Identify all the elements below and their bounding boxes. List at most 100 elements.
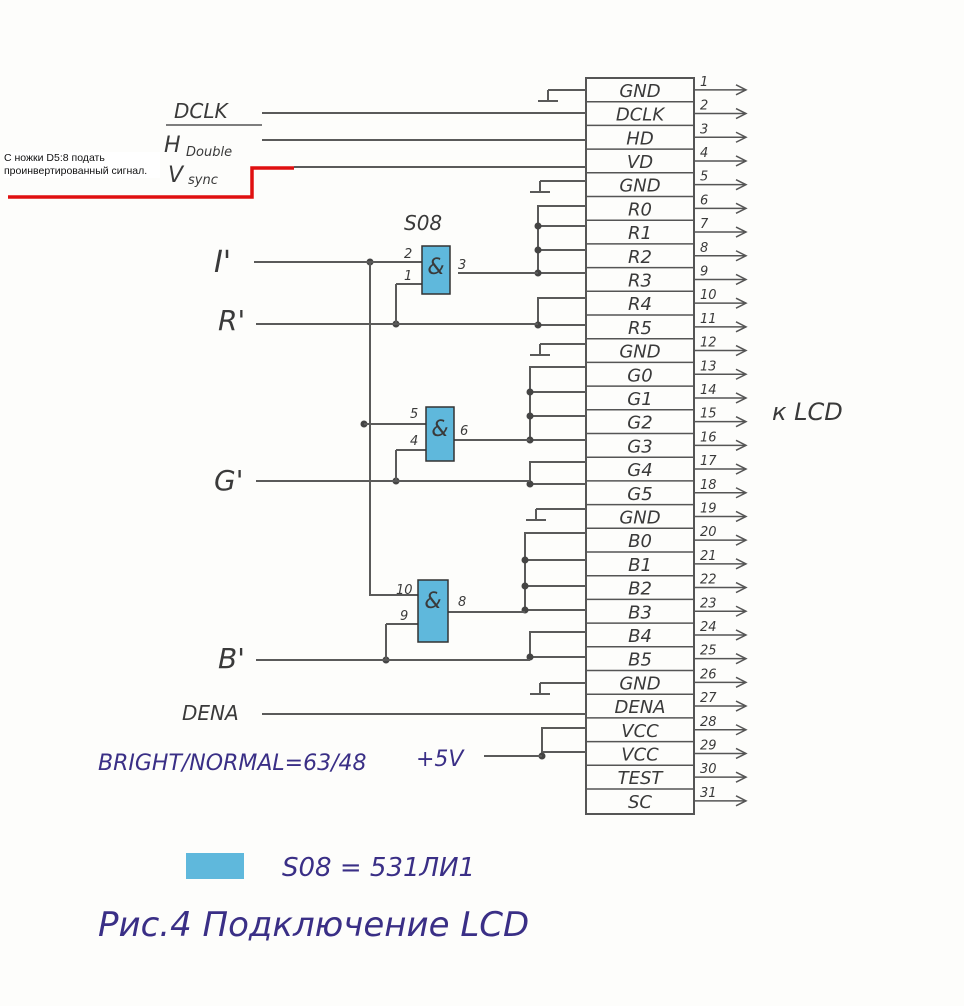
arrow-head-icon <box>735 652 748 665</box>
connector-signal-label: VD <box>627 152 653 173</box>
i-input-label: I' <box>214 245 231 280</box>
connector-signal-label: R2 <box>628 247 652 268</box>
connector-pin-number: 19 <box>700 501 717 516</box>
connector-pin-number: 20 <box>700 525 717 540</box>
arrow-head-icon <box>735 747 748 760</box>
gate-s08-2: & 5 4 6 <box>410 406 468 462</box>
arrow-head-icon <box>735 771 748 783</box>
arrow-head-icon <box>735 510 748 523</box>
connector-pin-number: 13 <box>700 359 717 374</box>
arrow-head-icon <box>735 463 748 475</box>
connector-signal-label: TEST <box>618 768 665 789</box>
to-lcd-label: к LCD <box>772 398 843 426</box>
connector-pin-number: 31 <box>700 786 717 801</box>
connector-signal-label: R4 <box>628 294 652 315</box>
pin-number: 1 <box>404 269 412 284</box>
connector-pin-number: 27 <box>700 691 717 706</box>
gate-title: S08 <box>404 211 442 235</box>
arrow-head-icon <box>735 392 748 404</box>
connector-signal-label: GND <box>619 507 660 528</box>
connector-signal-label: R0 <box>628 199 652 220</box>
connector-signal-label: G3 <box>627 436 652 457</box>
connector-pin-number: 6 <box>700 193 708 208</box>
connector-signal-label: SC <box>628 792 652 813</box>
annotation-note: С ножки D5:8 подать проинвертированный с… <box>4 152 160 178</box>
arrow-head-icon <box>735 344 748 357</box>
connector-pin-number: 12 <box>700 336 717 351</box>
pin-number: 6 <box>460 424 468 439</box>
arrow-head-icon <box>735 795 748 807</box>
connector-signal-label: G2 <box>627 413 652 434</box>
arrow-head-icon <box>735 202 748 215</box>
pin-number: 5 <box>410 407 418 422</box>
connector-pin-number: 26 <box>700 667 717 682</box>
arrow-head-icon <box>735 321 748 333</box>
connector-signal-label: B5 <box>628 650 652 671</box>
bright-normal-label: BRIGHT/NORMAL=63/48 <box>98 751 367 776</box>
pin-number: 8 <box>458 595 466 610</box>
r-input-label: R' <box>218 304 245 337</box>
connector-pin-number: 28 <box>700 715 717 730</box>
arrow-head-icon <box>735 368 748 380</box>
arrow-head-icon <box>735 415 748 428</box>
arrow-head-icon <box>735 155 748 167</box>
connector-signal-label: B2 <box>628 579 652 600</box>
arrow-head-icon <box>735 605 748 617</box>
connector-pin-number: 5 <box>700 170 708 185</box>
connector-pin-number: 21 <box>700 549 717 564</box>
pin-number: 3 <box>458 258 466 273</box>
connector-pin-number: 9 <box>700 264 708 279</box>
gate-body <box>417 579 449 643</box>
hdouble-subscript: Double <box>186 145 232 160</box>
connector-signal-label: G1 <box>627 389 652 410</box>
connector-pin-number: 25 <box>700 644 717 659</box>
b-input-label: B' <box>218 642 245 675</box>
connector-pin-number: 7 <box>700 217 709 232</box>
arrow-head-icon <box>735 629 748 641</box>
legend-text: S08 = 531ЛИ1 <box>282 853 475 883</box>
connector-signal-label: VCC <box>621 744 659 765</box>
g-input-label: G' <box>214 464 243 497</box>
gate-body <box>421 245 451 295</box>
pin-number: 2 <box>404 247 412 262</box>
gate-symbol: & <box>427 255 444 280</box>
connector-pin-number: 2 <box>700 99 708 114</box>
connector-signal-label: R5 <box>628 318 652 339</box>
connector-signal-label: B3 <box>628 602 652 623</box>
connector-pin-number: 11 <box>700 312 717 327</box>
arrow-head-icon <box>735 581 748 594</box>
arrow-head-icon <box>735 297 748 309</box>
gate-symbol: & <box>431 417 448 442</box>
connector-signal-label: GND <box>619 176 660 197</box>
gate-symbol: & <box>424 589 441 614</box>
arrow-head-icon <box>735 724 748 736</box>
arrow-head-icon <box>735 439 748 452</box>
connector-signal-label: HD <box>626 128 653 149</box>
red-annotation-line <box>8 166 294 199</box>
connector-signal-label: R1 <box>628 223 652 244</box>
vsync-subscript: sync <box>188 173 218 188</box>
bus-wiring <box>524 205 586 756</box>
arrow-head-icon <box>735 676 748 689</box>
connector-signal-label: GND <box>619 673 660 694</box>
connector-pin-number: 16 <box>700 430 717 445</box>
connector-signal-label: GND <box>619 342 660 363</box>
connector-pin-number: 24 <box>700 620 717 635</box>
connector-pin-number: 29 <box>700 738 717 753</box>
connector-signal-label: DCLK <box>616 105 665 126</box>
plus-5v-label: +5V <box>416 747 465 772</box>
gate-s08-3: & 10 9 8 <box>396 579 466 643</box>
figure-caption: Рис.4 Подключение LCD <box>98 905 529 945</box>
connector-signal-label: GND <box>619 81 660 102</box>
input-labels: DCLK H Double V sync I' R' G' B' DENA <box>164 99 262 725</box>
connector-pin-number: 14 <box>700 383 717 398</box>
connector-pin-number: 10 <box>700 288 717 303</box>
arrow-head-icon <box>735 250 748 262</box>
arrow-head-icon <box>735 178 748 191</box>
arrow-head-icon <box>735 107 748 120</box>
connector-pin-number: 3 <box>700 122 708 137</box>
dclk-label: DCLK <box>174 99 230 123</box>
connector-pin-number: 18 <box>700 478 717 493</box>
arrow-head-icon <box>735 131 748 143</box>
arrow-head-icon <box>735 558 748 570</box>
